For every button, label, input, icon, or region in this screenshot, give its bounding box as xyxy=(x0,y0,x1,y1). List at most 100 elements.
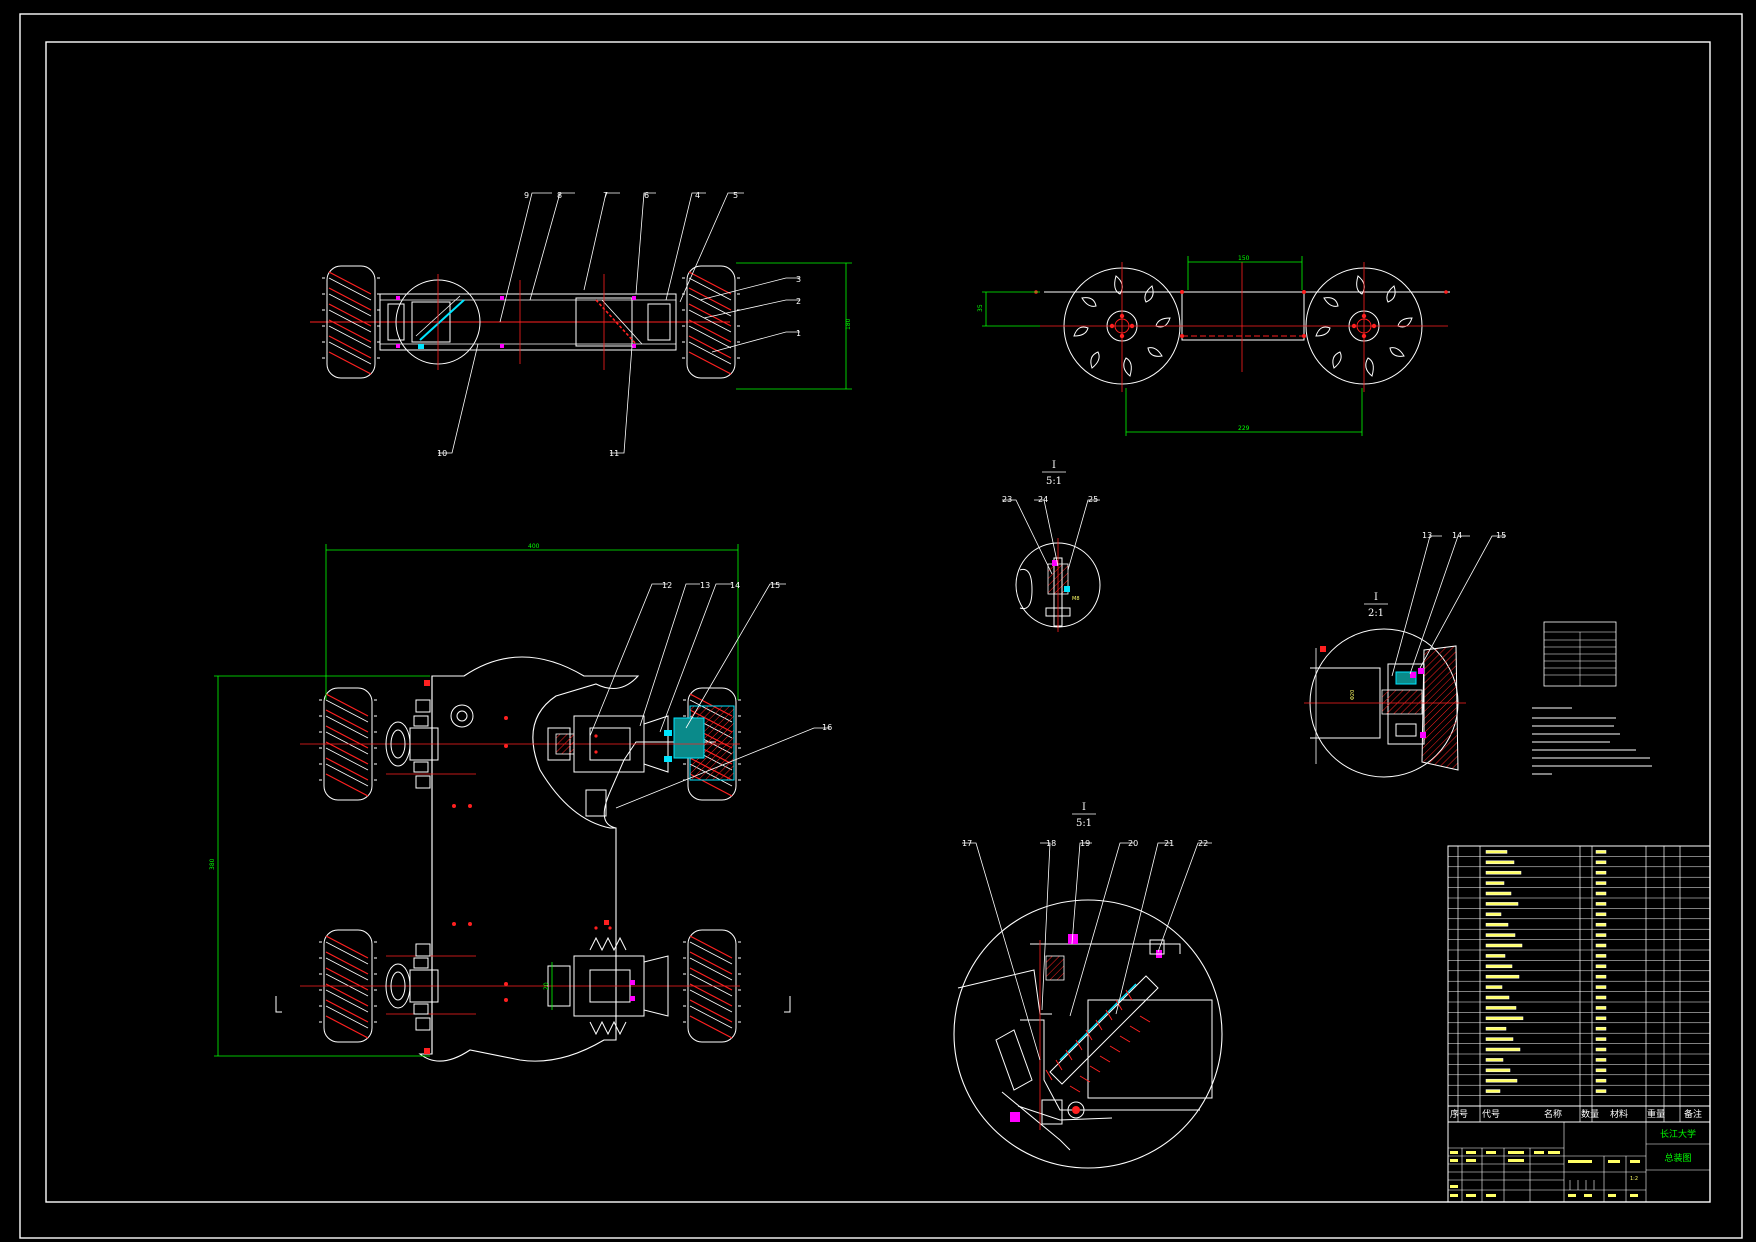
parts-row-mark xyxy=(1595,870,1607,875)
detail-mark: I xyxy=(1052,460,1056,471)
parts-row-mark xyxy=(1595,922,1607,927)
callout-label: 15 xyxy=(770,581,780,590)
chassis-beam xyxy=(379,293,677,351)
parts-row-mark xyxy=(1595,1078,1607,1083)
parts-row-mark xyxy=(1595,881,1607,885)
parts-row-mark xyxy=(1485,974,1520,979)
callout-label: 4 xyxy=(695,191,700,200)
callout-label: 15 xyxy=(1496,531,1506,540)
parts-row-mark xyxy=(1485,902,1519,906)
title-block: 长江大学 总装图 1:2 xyxy=(1447,1121,1711,1203)
parts-row-mark xyxy=(1595,995,1607,1000)
chassis-front xyxy=(1181,291,1305,341)
parts-row-mark xyxy=(1595,850,1607,854)
callout-label: 12 xyxy=(662,581,672,590)
callout-label: 10 xyxy=(437,449,447,458)
callout-label: 13 xyxy=(700,581,710,590)
chassis-plate xyxy=(418,656,640,1062)
detail-c: I 5:1 xyxy=(953,802,1223,1169)
detail-scale: 5:1 xyxy=(1076,818,1092,829)
header-remark: 备注 xyxy=(1684,1108,1702,1120)
parts-row-mark xyxy=(1595,1016,1607,1021)
header-material: 材料 xyxy=(1610,1108,1628,1120)
parts-row-mark xyxy=(1485,954,1506,958)
parts-row-mark xyxy=(1485,912,1502,917)
header-seq: 序号 xyxy=(1450,1108,1468,1120)
callout-label: 8 xyxy=(557,191,562,200)
parts-row-mark xyxy=(1595,943,1607,948)
svg-text:35: 35 xyxy=(977,304,984,312)
callout-label: 2 xyxy=(796,297,801,306)
parts-row-mark xyxy=(1595,964,1607,969)
header-name: 名称 xyxy=(1544,1108,1562,1120)
callout-label: 9 xyxy=(524,191,529,200)
svg-text:M8: M8 xyxy=(1072,596,1080,602)
header-code: 代号 xyxy=(1482,1109,1500,1120)
parts-list: 序号 代号 名称 数量 材料 重量 备注 xyxy=(1447,845,1711,1123)
parts-row-mark xyxy=(1485,1037,1514,1041)
leader-line-icon xyxy=(962,842,1212,1061)
svg-text:400: 400 xyxy=(528,543,540,550)
leader-line-icon xyxy=(589,583,830,809)
callout-label: 11 xyxy=(609,449,619,458)
callout-label: 1 xyxy=(796,329,801,338)
top-view: 180 9 8 7 6 4 5 3 2 1 10 11 xyxy=(310,191,852,458)
svg-text:380: 380 xyxy=(209,858,216,870)
parts-row-mark xyxy=(1595,1026,1607,1031)
callout-label: 21 xyxy=(1164,839,1174,848)
header-weight: 重量 xyxy=(1647,1108,1665,1120)
callout-label: 19 xyxy=(1080,839,1090,848)
svg-text:229: 229 xyxy=(1238,425,1250,432)
leader-line-icon xyxy=(438,192,800,454)
parts-row-mark xyxy=(1485,850,1508,854)
dimension-arrow-icon xyxy=(982,256,1363,436)
detail-mark: I xyxy=(1082,802,1086,813)
parts-row-mark xyxy=(1485,995,1510,1000)
title-block-labels xyxy=(1450,1151,1640,1197)
callouts-top: 9 8 7 6 4 5 3 2 1 10 11 xyxy=(437,191,801,458)
callout-label: 13 xyxy=(1422,531,1432,540)
callout-label: 5 xyxy=(733,191,738,200)
parameters-table xyxy=(1543,621,1617,687)
svg-text:Φ20: Φ20 xyxy=(1350,690,1356,700)
front-view: 150 35 229 xyxy=(977,255,1450,436)
callout-label: 14 xyxy=(1452,531,1462,540)
svg-text:180: 180 xyxy=(845,318,852,330)
callout-label: 20 xyxy=(1128,839,1138,848)
callout-label: 23 xyxy=(1002,495,1012,504)
parts-row-mark xyxy=(1485,1058,1504,1062)
detail-mark: I xyxy=(1374,592,1378,603)
parts-row-mark xyxy=(1485,964,1513,969)
callout-label: 22 xyxy=(1198,839,1208,848)
header-qty: 数量 xyxy=(1581,1108,1599,1120)
parts-row-mark xyxy=(1485,985,1503,989)
leader-line-icon xyxy=(1002,499,1100,575)
parts-row-mark xyxy=(1485,1089,1501,1093)
parts-row-mark xyxy=(1485,891,1512,896)
parts-row-mark xyxy=(1595,912,1607,917)
callout-label: 18 xyxy=(1046,839,1056,848)
callout-label: 6 xyxy=(644,191,649,200)
dimension-arrow-icon xyxy=(736,262,852,390)
parts-row-mark xyxy=(1595,1089,1607,1093)
parts-row-mark xyxy=(1485,1006,1517,1010)
parts-row-mark xyxy=(1485,1068,1511,1073)
parts-row-mark xyxy=(1595,891,1607,896)
detail-scale: 5:1 xyxy=(1046,476,1062,487)
parts-row-mark xyxy=(1595,902,1607,906)
callout-label: 24 xyxy=(1038,495,1048,504)
detail-a: I 5:1 M8 23 24 25 xyxy=(1002,460,1101,632)
drawing-title: 总装图 xyxy=(1664,1152,1691,1164)
callout-label: 14 xyxy=(730,581,740,590)
parts-row-mark xyxy=(1595,1037,1607,1041)
parts-row-mark xyxy=(1595,1047,1607,1052)
detail-b: I 2:1 Φ20 13 14 15 xyxy=(1304,531,1506,778)
callout-label: 3 xyxy=(796,275,801,284)
callout-label: 25 xyxy=(1088,495,1098,504)
parts-row-mark xyxy=(1485,933,1516,937)
school-name: 长江大学 xyxy=(1660,1128,1696,1140)
parts-row-mark xyxy=(1595,985,1607,989)
parts-row-mark xyxy=(1485,1026,1507,1031)
